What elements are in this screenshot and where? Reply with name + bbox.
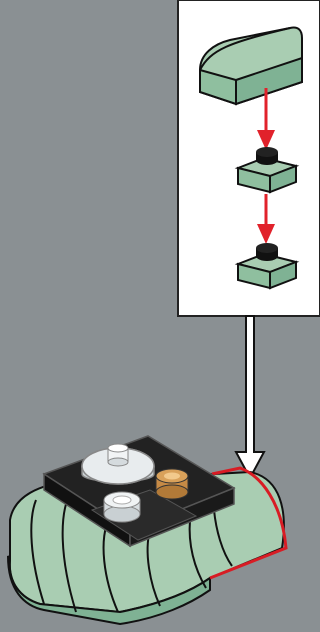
trans-clear-round-1x1: [104, 492, 140, 522]
sub-assembly-callout: [178, 0, 320, 316]
pearl-gold-round-plate: [156, 469, 188, 499]
